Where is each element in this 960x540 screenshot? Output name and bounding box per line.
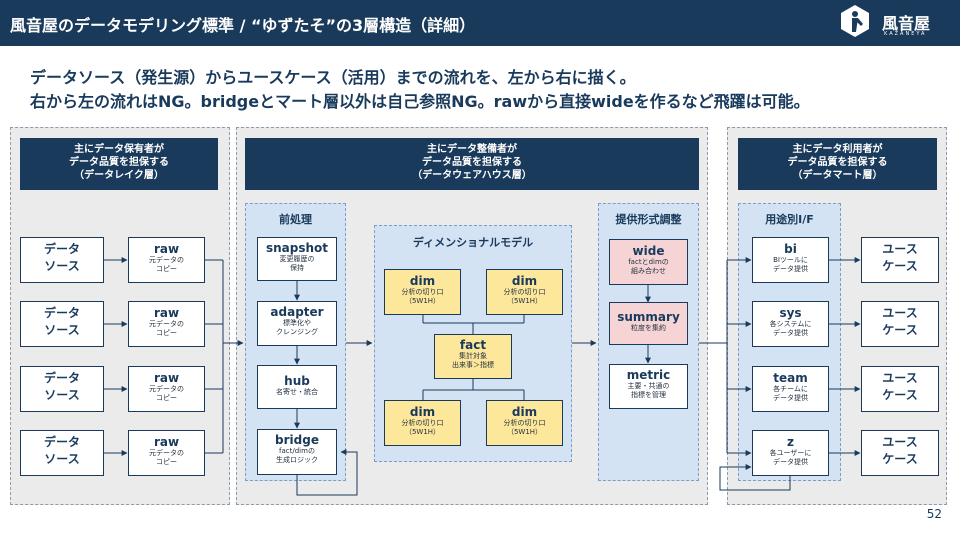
usecase-box: ユースケース: [861, 430, 939, 476]
warehouse-header: 主にデータ整備者がデータ品質を担保する（データウェアハウス層）: [245, 138, 699, 190]
usecase-box: ユースケース: [861, 237, 939, 283]
logo-text: 風音屋: [882, 14, 931, 33]
page-number: 52: [926, 507, 942, 521]
data-source-box: データソース: [20, 366, 104, 412]
subtitle-line-1: データソース（発生源）からユースケース（活用）までの流れを、左から右に描く。: [30, 68, 636, 87]
data-source-box: データソース: [20, 301, 104, 347]
format-title: 提供形式調整: [615, 213, 682, 226]
dimensional-title: ディメンショナルモデル: [412, 236, 534, 249]
mart-header: 主にデータ利用者がデータ品質を担保する（データマート層）: [738, 138, 937, 190]
preprocess-title: 前処理: [279, 213, 312, 226]
kazaneya-logo-icon: [841, 5, 869, 37]
page-title: 風音屋のデータモデリング標準 / “ゆずたそ”の3層構造（詳細）: [10, 16, 476, 35]
lake-header: 主にデータ保有者がデータ品質を担保する（データレイク層）: [20, 138, 218, 190]
data-source-box: データソース: [20, 430, 104, 476]
header-bar: 風音屋のデータモデリング標準 / “ゆずたそ”の3層構造（詳細） 風音屋 KAZ…: [0, 0, 960, 46]
logo-subtext: KAZANEYA: [884, 31, 927, 37]
subtitle-line-2: 右から左の流れはNG。bridgeとマート層以外は自己参照NG。rawから直接w…: [30, 92, 810, 111]
data-source-box: データソース: [20, 237, 104, 283]
usage-title: 用途別I/F: [765, 213, 814, 226]
usecase-box: ユースケース: [861, 366, 939, 412]
usecase-box: ユースケース: [861, 301, 939, 347]
